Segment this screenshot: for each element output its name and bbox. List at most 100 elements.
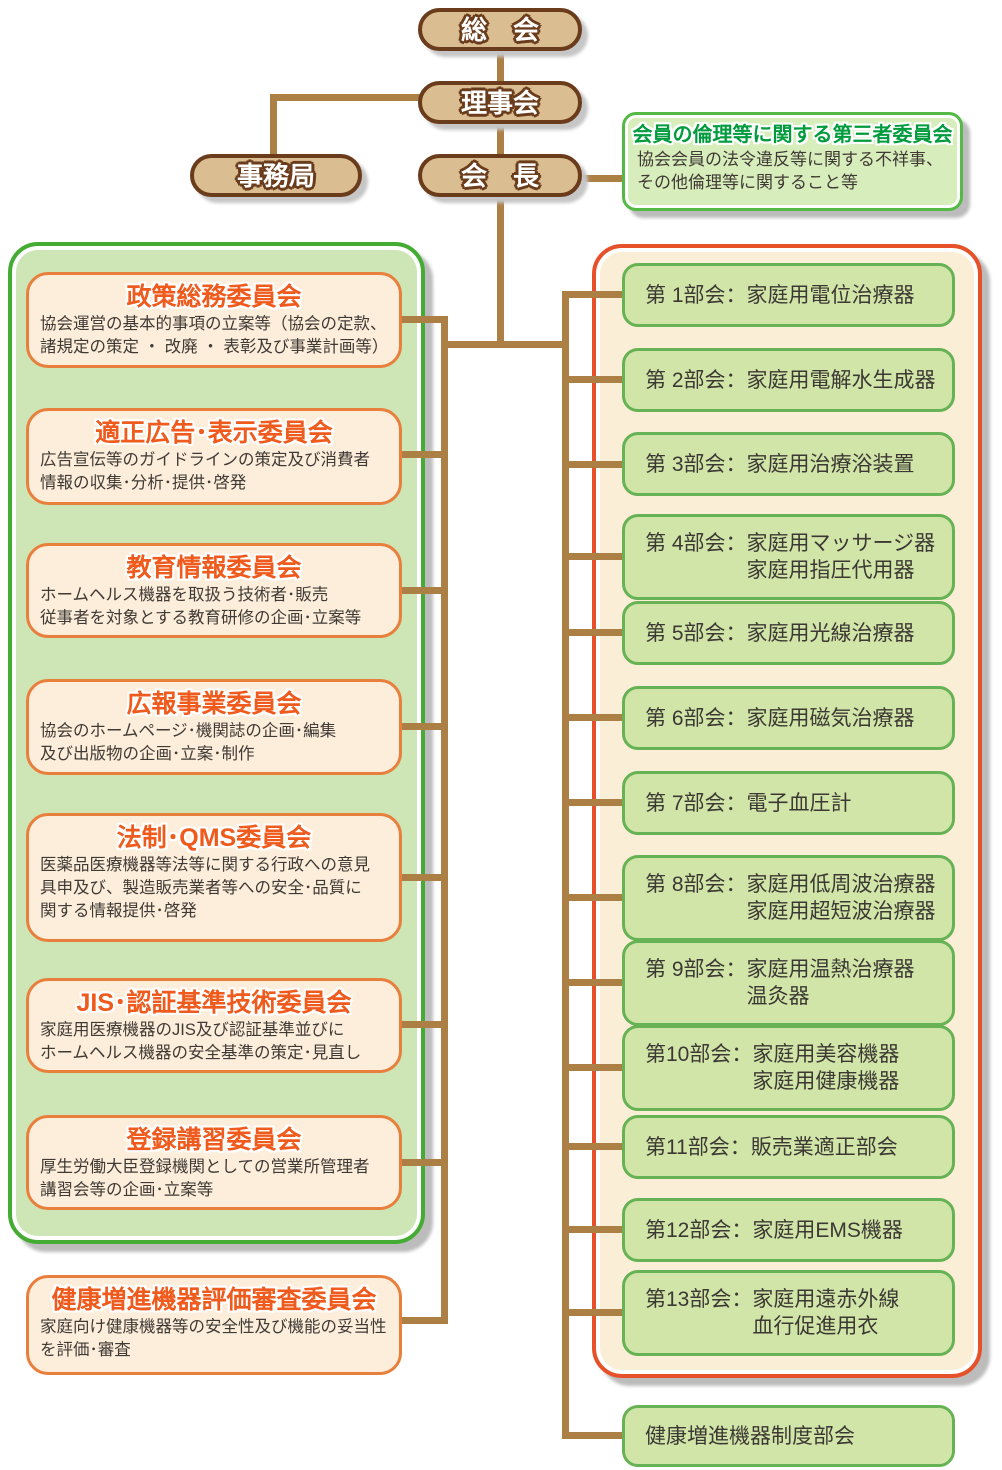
connector-bukai-8: [562, 894, 626, 901]
ethics-committee-line: その他倫理等に関すること等: [637, 173, 858, 192]
ethics-committee-title: 会員の倫理等に関する第三者委員会: [632, 124, 953, 146]
subcommittee-box-2: 第 2部会： 家庭用電解水生成器: [622, 348, 955, 412]
subcommittee-name: 家庭用遠赤外線: [752, 1288, 900, 1311]
committee-desc-line: 協会のホームページ･機関誌の企画･編集: [40, 722, 337, 741]
committee-desc-line: 家庭用医療機器のJIS及び認証基準並びに: [40, 1021, 345, 1040]
node-general-meeting: 総 会: [418, 8, 582, 51]
subcommittee-name: 家庭用磁気治療器: [746, 706, 915, 730]
committee-desc-line: 具申及び、製造販売業者等への安全･品質に: [40, 879, 362, 898]
committee-box-education: 教育情報委員会 ホームヘルス機器を取扱う技術者･販売 従事者を対象とする教育研修…: [26, 543, 402, 638]
subcommittee-name: 家庭用超短波治療器: [746, 900, 936, 923]
subcommittee-box-6: 第 6部会： 家庭用磁気治療器: [622, 686, 955, 750]
subcommittee-number: 第12部会：: [645, 1218, 753, 1242]
trunk-right: [562, 291, 569, 1439]
subcommittee-name: 温灸器: [746, 985, 810, 1008]
subcommittee-box-1: 第 1部会： 家庭用電位治療器: [622, 263, 955, 327]
subcommittee-box-8: 第 8部会： 家庭用低周波治療器 家庭用超短波治療器: [622, 855, 955, 941]
subcommittee-box-5: 第 5部会： 家庭用光線治療器: [622, 601, 955, 665]
subcommittee-name: 電子血圧計: [746, 791, 852, 815]
ethics-committee-box: 会員の倫理等に関する第三者委員会 協会会員の法令違反等に関する不祥事、 その他倫…: [622, 112, 963, 211]
subcommittee-box-7: 第 7部会： 電子血圧計: [622, 771, 955, 835]
committee-title: 法制･QMS委員会: [116, 824, 312, 852]
committee-desc-line: 従事者を対象とする教育研修の企画･立案等: [40, 609, 362, 628]
committee-title: JIS･認証基準技術委員会: [76, 989, 352, 1017]
committee-desc-line: 広告宣伝等のガイドラインの策定及び消費者: [40, 451, 370, 470]
committee-box-publicity: 広報事業委員会 協会のホームページ･機関誌の企画･編集 及び出版物の企画･立案･…: [26, 679, 402, 775]
committee-box-health-evaluation: 健康増進機器評価審査委員会 家庭向け健康機器等の安全性及び機能の妥当性 を評価･…: [26, 1275, 402, 1375]
connector-bukai-4: [562, 553, 626, 560]
connector-bukai-13: [562, 1309, 626, 1316]
subcommittee-name: 家庭用電解水生成器: [746, 368, 936, 392]
committee-title: 広報事業委員会: [126, 690, 302, 718]
subcommittee-name: 家庭用低周波治療器: [746, 873, 936, 896]
node-secretariat-label: 事務局: [236, 160, 315, 191]
connector-jimukyoku-v: [270, 94, 277, 156]
committee-box-jis: JIS･認証基準技術委員会 家庭用医療機器のJIS及び認証基準並びに ホームヘル…: [26, 978, 402, 1073]
subcommittee-name: 家庭用光線治療器: [746, 621, 915, 645]
connector-ethics: [578, 175, 624, 182]
committee-desc-line: を評価･審査: [40, 1341, 131, 1360]
subcommittee-name: 家庭用美容機器: [752, 1043, 900, 1066]
connector-committee-6: [398, 1021, 448, 1028]
connector-bukai-6: [562, 714, 626, 721]
node-secretariat: 事務局: [190, 154, 362, 197]
subcommittee-name: 家庭用治療浴装置: [746, 452, 915, 476]
committee-desc-line: 厚生労働大臣登録機関としての営業所管理者: [40, 1158, 370, 1177]
connector-bukai-5: [562, 629, 626, 636]
node-president: 会 長: [418, 154, 582, 197]
trunk-left: [441, 316, 448, 1324]
subcommittee-number: 第 1部会：: [645, 283, 747, 307]
connector-committee-8: [398, 1317, 448, 1324]
connector-committee-7: [398, 1159, 448, 1166]
subcommittee-number: 第13部会：: [645, 1288, 753, 1311]
connector-committee-1: [398, 316, 448, 323]
node-president-label: 会 長: [460, 160, 539, 191]
committee-desc-line: ホームヘルス機器の安全基準の策定･見直し: [40, 1044, 362, 1063]
committee-title: 教育情報委員会: [126, 554, 302, 582]
committee-box-legal-qms: 法制･QMS委員会 医薬品医療機器等法等に関する行政への意見 具申及び、製造販売…: [26, 813, 402, 942]
node-board-label: 理事会: [460, 87, 539, 118]
committee-title: 適正広告･表示委員会: [95, 419, 333, 447]
connector-bukai-11: [562, 1143, 626, 1150]
subcommittee-box-10: 第10部会： 家庭用美容機器 家庭用健康機器: [622, 1025, 955, 1111]
committee-desc-line: ホームヘルス機器を取扱う技術者･販売: [40, 586, 329, 605]
connector-bukai-10: [562, 1064, 626, 1071]
committee-box-advertising: 適正広告･表示委員会 広告宣伝等のガイドラインの策定及び消費者 情報の収集･分析…: [26, 408, 402, 505]
subcommittee-name: 家庭用EMS機器: [752, 1218, 903, 1242]
subcommittee-number: 第 8部会：: [645, 873, 747, 896]
connector-committee-4: [398, 723, 448, 730]
connector-bukai-2: [562, 376, 626, 383]
committee-box-training: 登録講習委員会 厚生労働大臣登録機関としての営業所管理者 講習会等の企画･立案等: [26, 1115, 402, 1210]
committee-desc-line: 諸規定の策定 ・ 改廃 ・ 表彰及び事業計画等）: [40, 338, 389, 357]
subcommittee-name: 血行促進用衣: [752, 1315, 879, 1338]
subcommittee-box-12: 第12部会： 家庭用EMS機器: [622, 1198, 955, 1262]
subcommittee-number: 第10部会：: [645, 1043, 753, 1066]
connector-bukai-7: [562, 799, 626, 806]
subcommittee-number: 第 6部会：: [645, 706, 747, 730]
connector-committee-2: [398, 451, 448, 458]
subcommittee-name: 家庭用温熱治療器: [746, 958, 915, 981]
committee-box-policy: 政策総務委員会 協会運営の基本的事項の立案等（協会の定款、 諸規定の策定 ・ 改…: [26, 272, 402, 368]
connector-bridge: [441, 341, 569, 348]
subcommittee-name: 健康増進機器制度部会: [645, 1424, 855, 1448]
committee-desc-line: 協会運営の基本的事項の立案等（協会の定款、: [40, 315, 387, 334]
subcommittee-box-9: 第 9部会： 家庭用温熱治療器 温灸器: [622, 940, 955, 1026]
connector-soukai-rijikai: [497, 49, 504, 83]
subcommittee-number: 第 4部会：: [645, 532, 747, 555]
connector-bukai-1: [562, 291, 626, 298]
subcommittee-name: 家庭用マッサージ器: [746, 532, 936, 555]
committee-desc-line: 及び出版物の企画･立案･制作: [40, 745, 255, 764]
connector-committee-5: [398, 874, 448, 881]
committee-desc-line: 医薬品医療機器等法等に関する行政への意見: [40, 856, 370, 875]
subcommittee-number: 第 5部会：: [645, 621, 747, 645]
subcommittee-name: 家庭用電位治療器: [746, 283, 915, 307]
subcommittee-number: 第 2部会：: [645, 368, 747, 392]
subcommittee-number: 第 9部会：: [645, 958, 747, 981]
committee-desc-line: 家庭向け健康機器等の安全性及び機能の妥当性: [40, 1318, 387, 1337]
subcommittee-number: 第 7部会：: [645, 791, 747, 815]
committee-title: 政策総務委員会: [126, 283, 302, 311]
subcommittee-number: 第 3部会：: [645, 452, 747, 476]
connector-bukai-9: [562, 979, 626, 986]
subcommittee-name: 販売業適正部会: [750, 1135, 898, 1159]
